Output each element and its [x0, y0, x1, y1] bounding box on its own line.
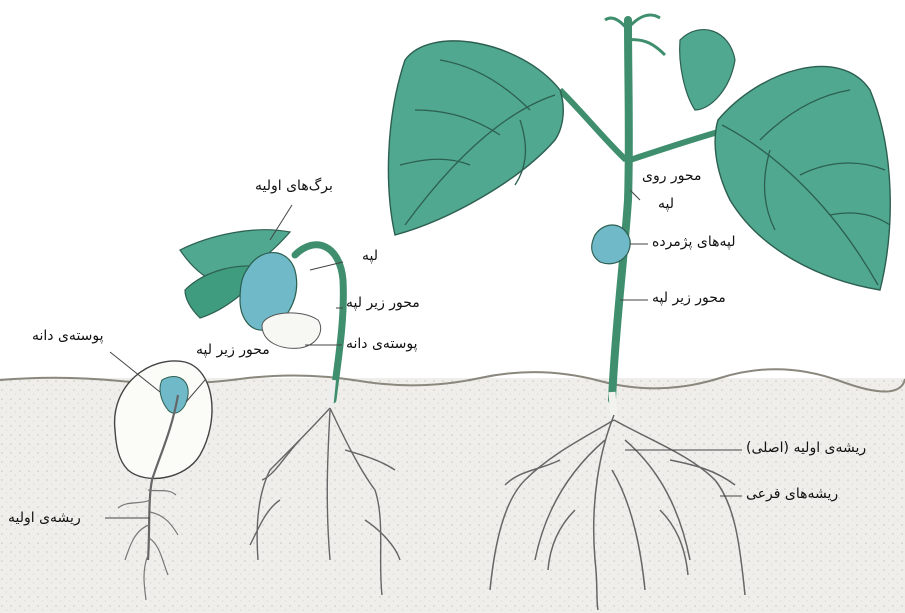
- label-epicotyl-2: لپه: [658, 196, 674, 212]
- label-hypocotyl-mature: محور زیر لپه: [652, 290, 726, 306]
- top-buds: [605, 15, 665, 55]
- label-primary-root: ریشه‌ی اولیه (اصلی): [746, 440, 866, 456]
- label-seed-coat-left: پوسته‌ی دانه: [32, 328, 104, 344]
- label-lateral-roots: ریشه‌های فرعی: [746, 486, 838, 502]
- withered-cotyledon: [592, 225, 630, 264]
- label-withered-cotyledons: لپه‌های پژمرده: [652, 234, 735, 250]
- main-stem: [612, 20, 629, 400]
- seed-coat-middle: [262, 313, 321, 348]
- hypocotyl-middle-lower: [330, 380, 333, 410]
- label-epicotyl-1: محور روی: [642, 168, 701, 184]
- label-seed-coat-middle: پوسته‌ی دانه: [346, 336, 418, 352]
- label-hypocotyl-left: محور زیر لپه: [196, 342, 270, 358]
- left-petiole: [560, 90, 626, 160]
- top-shoot-leaf: [680, 30, 735, 110]
- label-primary-leaves: برگ‌های اولیه: [255, 178, 333, 194]
- right-petiole: [630, 130, 725, 160]
- big-leaf-left: [388, 41, 563, 235]
- label-cotyledon-middle: لپه: [362, 248, 378, 264]
- label-radicle: ریشه‌ی اولیه: [8, 510, 81, 526]
- big-leaf-right: [715, 67, 890, 290]
- label-hypocotyl-middle: محور زیر لپه: [346, 295, 420, 311]
